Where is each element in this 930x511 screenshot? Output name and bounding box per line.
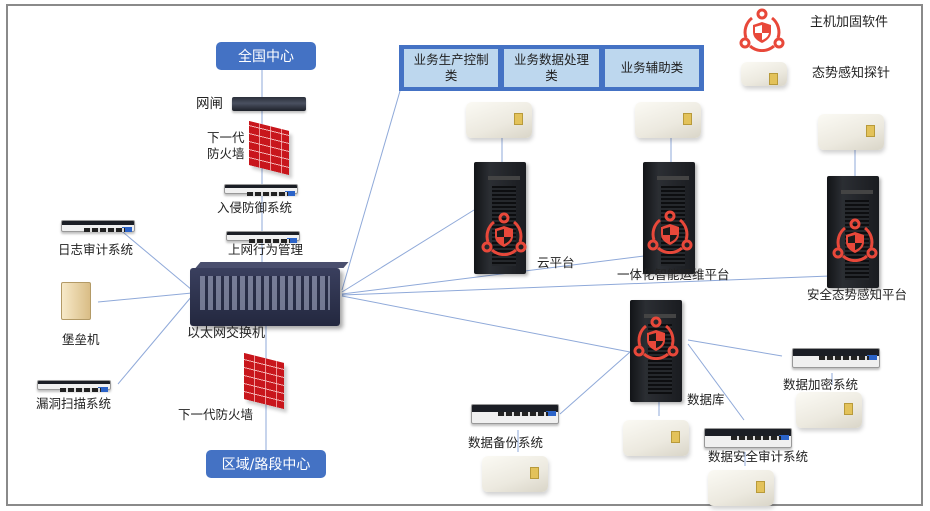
link-switch-database bbox=[341, 295, 631, 353]
gateway-device-icon bbox=[232, 97, 306, 111]
behavior-mgmt-device-icon bbox=[226, 231, 300, 243]
encryption-device-icon bbox=[792, 348, 880, 368]
ops-probe-icon bbox=[635, 102, 701, 138]
national-center-label: 全国中心 bbox=[238, 49, 294, 65]
firewall-top-label-line1: 下一代 bbox=[207, 130, 245, 145]
link-switch-situation bbox=[341, 275, 831, 296]
link-bastion-switch bbox=[97, 292, 193, 303]
link-vuln-switch bbox=[117, 295, 193, 385]
link-db-backup bbox=[559, 351, 631, 415]
encryption-probe-icon bbox=[796, 392, 862, 428]
cloud-probe-icon bbox=[466, 102, 532, 138]
database-hardening-icon bbox=[633, 316, 679, 360]
probe-icon bbox=[741, 62, 787, 86]
ops-server-icon bbox=[643, 162, 695, 274]
bastion-label: 堡垒机 bbox=[62, 332, 100, 347]
backup-probe-icon bbox=[482, 456, 548, 492]
db-audit-label: 数据安全审计系统 bbox=[708, 449, 809, 464]
cloud-platform-label: 云平台 bbox=[537, 255, 575, 270]
database-label: 数据库 bbox=[687, 392, 725, 407]
business-category-production: 业务生产控制类 bbox=[404, 49, 499, 87]
national-center-box: 全国中心 bbox=[216, 42, 316, 70]
link-switch-business bbox=[341, 90, 401, 291]
link-switch-ops bbox=[341, 255, 645, 295]
db-audit-device-icon bbox=[704, 428, 792, 448]
situation-probe-icon bbox=[818, 114, 884, 150]
host-hardening-icon bbox=[739, 8, 785, 52]
situation-platform-label: 安全态势感知平台 bbox=[807, 287, 908, 302]
link-db-audit bbox=[687, 343, 745, 421]
vuln-scan-label: 漏洞扫描系统 bbox=[36, 396, 112, 411]
business-category-auxiliary: 业务辅助类 bbox=[604, 49, 699, 87]
situation-hardening-icon bbox=[832, 218, 878, 262]
bastion-host-icon bbox=[61, 282, 91, 320]
business-category-data-processing: 业务数据处理类 bbox=[504, 49, 599, 87]
firewall-bottom-label: 下一代防火墙 bbox=[178, 407, 254, 422]
backup-label: 数据备份系统 bbox=[468, 435, 544, 450]
encryption-label: 数据加密系统 bbox=[783, 377, 859, 392]
gateway-label: 网闸 bbox=[196, 96, 223, 112]
link-log-switch bbox=[117, 227, 193, 291]
ethernet-switch-icon bbox=[190, 262, 349, 326]
ips-label: 入侵防御系统 bbox=[217, 200, 293, 215]
legend-probe-label: 态势感知探针 bbox=[812, 66, 891, 81]
business-group-box: 业务生产控制类 业务数据处理类 业务辅助类 bbox=[399, 45, 704, 91]
legend-hardening-label: 主机加固软件 bbox=[810, 15, 889, 30]
regional-center-label: 区域/路段中心 bbox=[221, 457, 311, 473]
link-switch-cloud bbox=[341, 209, 475, 293]
database-probe-icon bbox=[623, 420, 689, 456]
ops-platform-label: 一体化智能运维平台 bbox=[617, 267, 730, 282]
log-audit-label: 日志审计系统 bbox=[58, 242, 134, 257]
behavior-mgmt-label: 上网行为管理 bbox=[228, 242, 304, 257]
db-audit-probe-icon bbox=[708, 470, 774, 506]
ops-hardening-icon bbox=[647, 210, 693, 254]
backup-device-icon bbox=[471, 404, 559, 424]
link-db-encrypt bbox=[687, 339, 783, 357]
vuln-scan-device-icon bbox=[37, 380, 111, 392]
ips-device-icon bbox=[224, 184, 298, 196]
log-audit-device-icon bbox=[61, 220, 135, 232]
switch-label: 以太网交换机 bbox=[187, 326, 266, 341]
firewall-bottom-icon bbox=[244, 353, 284, 409]
regional-center-box: 区域/路段中心 bbox=[206, 450, 326, 478]
firewall-top-label-line2: 防火墙 bbox=[207, 146, 245, 161]
cloud-hardening-icon bbox=[481, 212, 527, 256]
